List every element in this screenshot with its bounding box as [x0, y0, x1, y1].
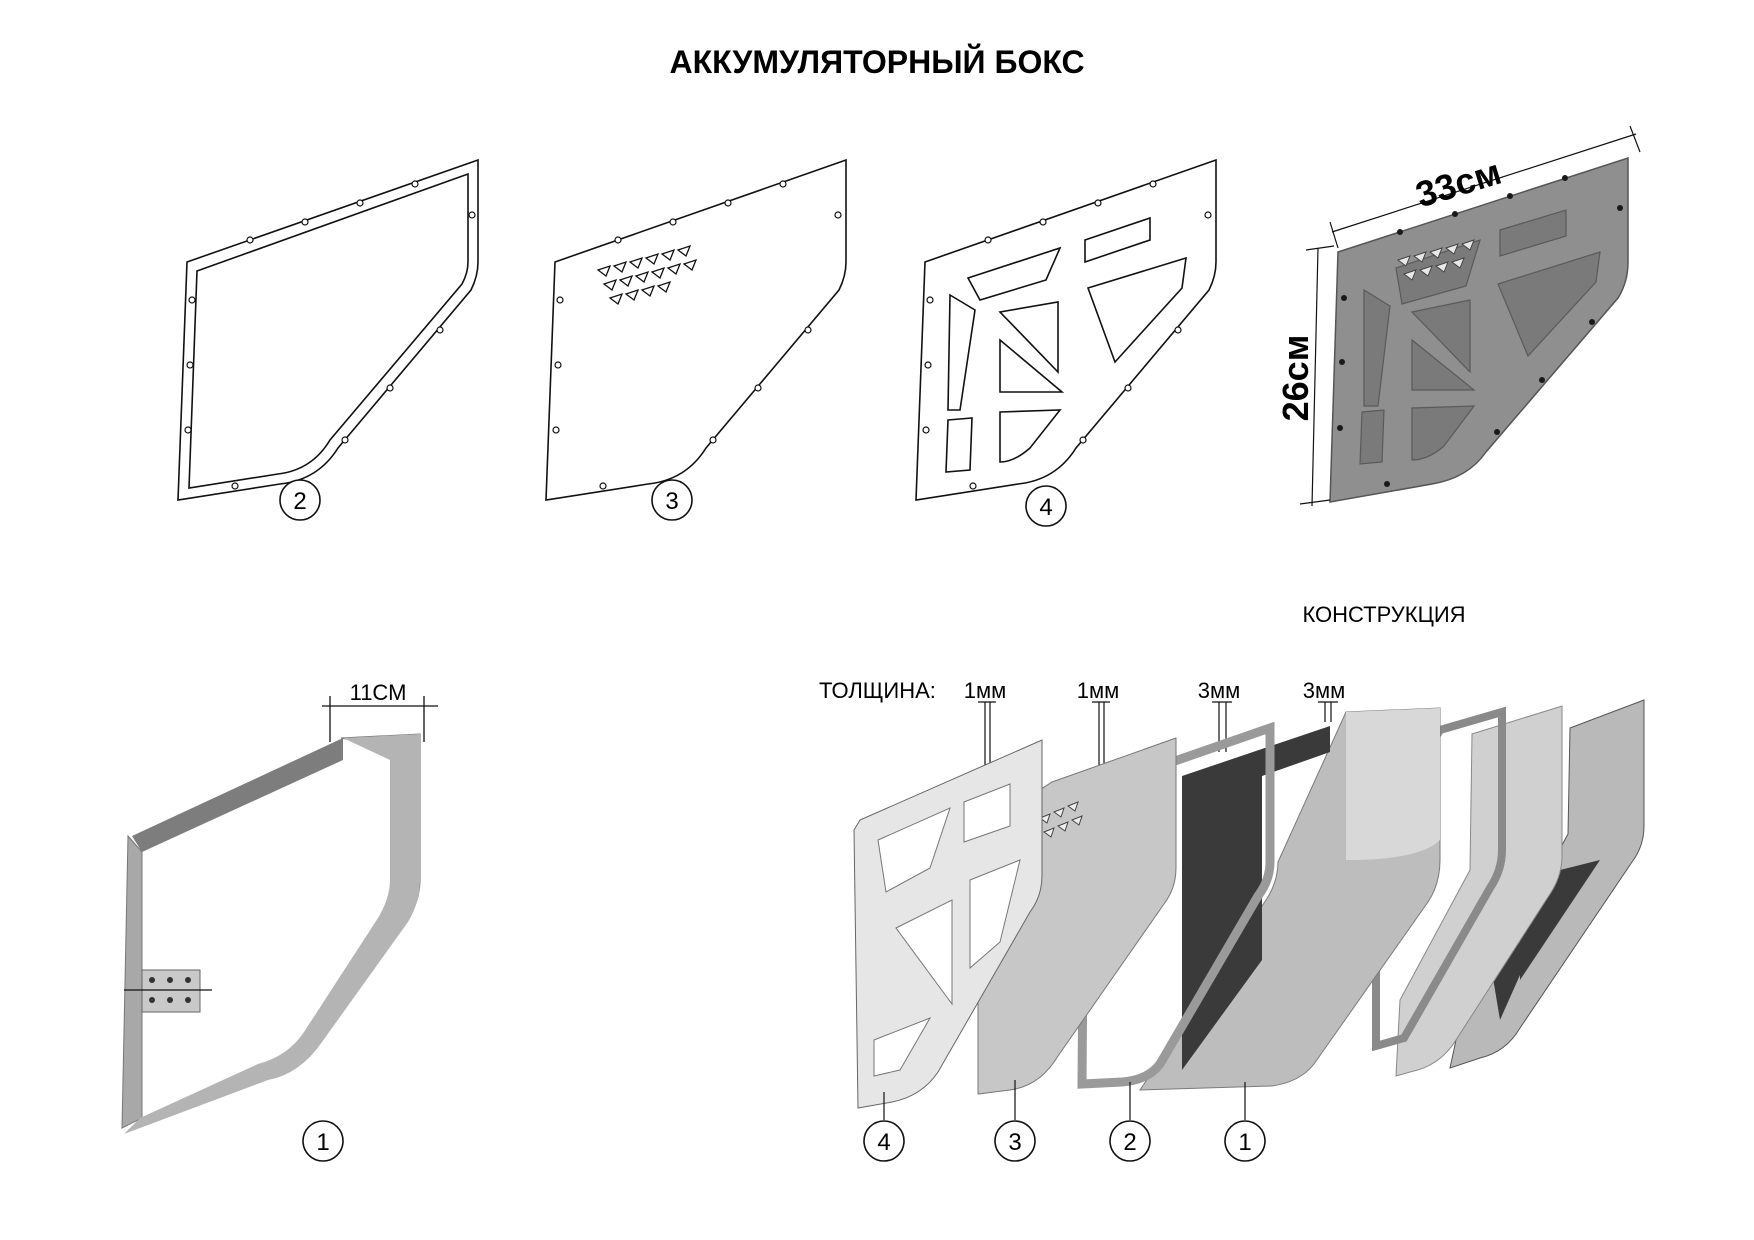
- thickness-label: ТОЛЩИНА:: [819, 678, 936, 703]
- assembly-layers: [853, 699, 1645, 1109]
- assembly-callout-1-circle: [1224, 1120, 1266, 1162]
- part-3-callout: 3: [665, 488, 678, 515]
- rendered-panel-body: [1329, 156, 1629, 503]
- frame-joint-plate: [124, 969, 212, 1013]
- part-4-bolt-holes: [922, 180, 1212, 490]
- part-3-bolt-holes: [552, 180, 842, 490]
- dimension-lines: [1299, 125, 1641, 507]
- thickness-value-1: 1мм: [964, 678, 1007, 703]
- assembly-callout-leaders: [883, 1080, 1246, 1120]
- layer-cover-3-vent: [1038, 801, 1083, 838]
- thickness-value-3: 3мм: [1198, 678, 1241, 703]
- part-4-cutouts: [945, 216, 1187, 473]
- assembly-callout-3: 3: [1008, 1129, 1021, 1156]
- assembly-callout-4: 4: [877, 1129, 890, 1156]
- layer-grid-4-cutouts: [873, 783, 1021, 1077]
- assembly-callout-2-circle: [1109, 1120, 1151, 1162]
- part-4-callout: 4: [1039, 494, 1052, 521]
- thickness-ticks: [978, 701, 1338, 768]
- layer-gasket-back: [1372, 706, 1506, 1052]
- assembly-callout-2: 2: [1123, 1129, 1136, 1156]
- rendered-panel-bolts: [1337, 175, 1623, 487]
- thickness-value-4: 3мм: [1303, 678, 1346, 703]
- part-2-callout: 2: [293, 488, 306, 515]
- part-2-drawing: 2: [177, 158, 479, 521]
- frame-width-label: 11СМ: [350, 680, 407, 705]
- frame-front-face: [124, 734, 420, 1134]
- thickness-value-2: 1мм: [1077, 678, 1120, 703]
- part-1-callout: 1: [316, 1129, 329, 1156]
- layer-gasket-2: [1077, 721, 1275, 1089]
- part-3-callout-circle: [651, 479, 693, 521]
- dimension-height: 26см: [1275, 335, 1316, 422]
- part-1-frame-render: 11СМ 1: [121, 680, 438, 1162]
- part-2-bolt-holes: [184, 180, 476, 490]
- part-3-drawing: 3: [545, 158, 847, 521]
- rendered-panel: 33см 26см: [1275, 125, 1641, 507]
- part-4-drawing: 4: [915, 158, 1217, 527]
- page-title: АККУМУЛЯТОРНЫЙ БОКС: [669, 44, 1084, 80]
- section-label: КОНСТРУКЦИЯ: [1302, 602, 1465, 627]
- assembly-callout-4-circle: [863, 1120, 905, 1162]
- frame-top-band: [132, 738, 343, 852]
- part-2-callout-circle: [279, 479, 321, 521]
- assembly-callout-3-circle: [994, 1120, 1036, 1162]
- frame-left-band: [121, 834, 143, 1129]
- part-3-vent-pattern: [596, 244, 698, 306]
- rendered-panel-vent: [1396, 239, 1475, 281]
- assembly-callout-1: 1: [1238, 1129, 1251, 1156]
- part-4-callout-circle: [1025, 485, 1067, 527]
- frame-width-dimension: [322, 696, 438, 742]
- part-1-callout-circle: [302, 1120, 344, 1162]
